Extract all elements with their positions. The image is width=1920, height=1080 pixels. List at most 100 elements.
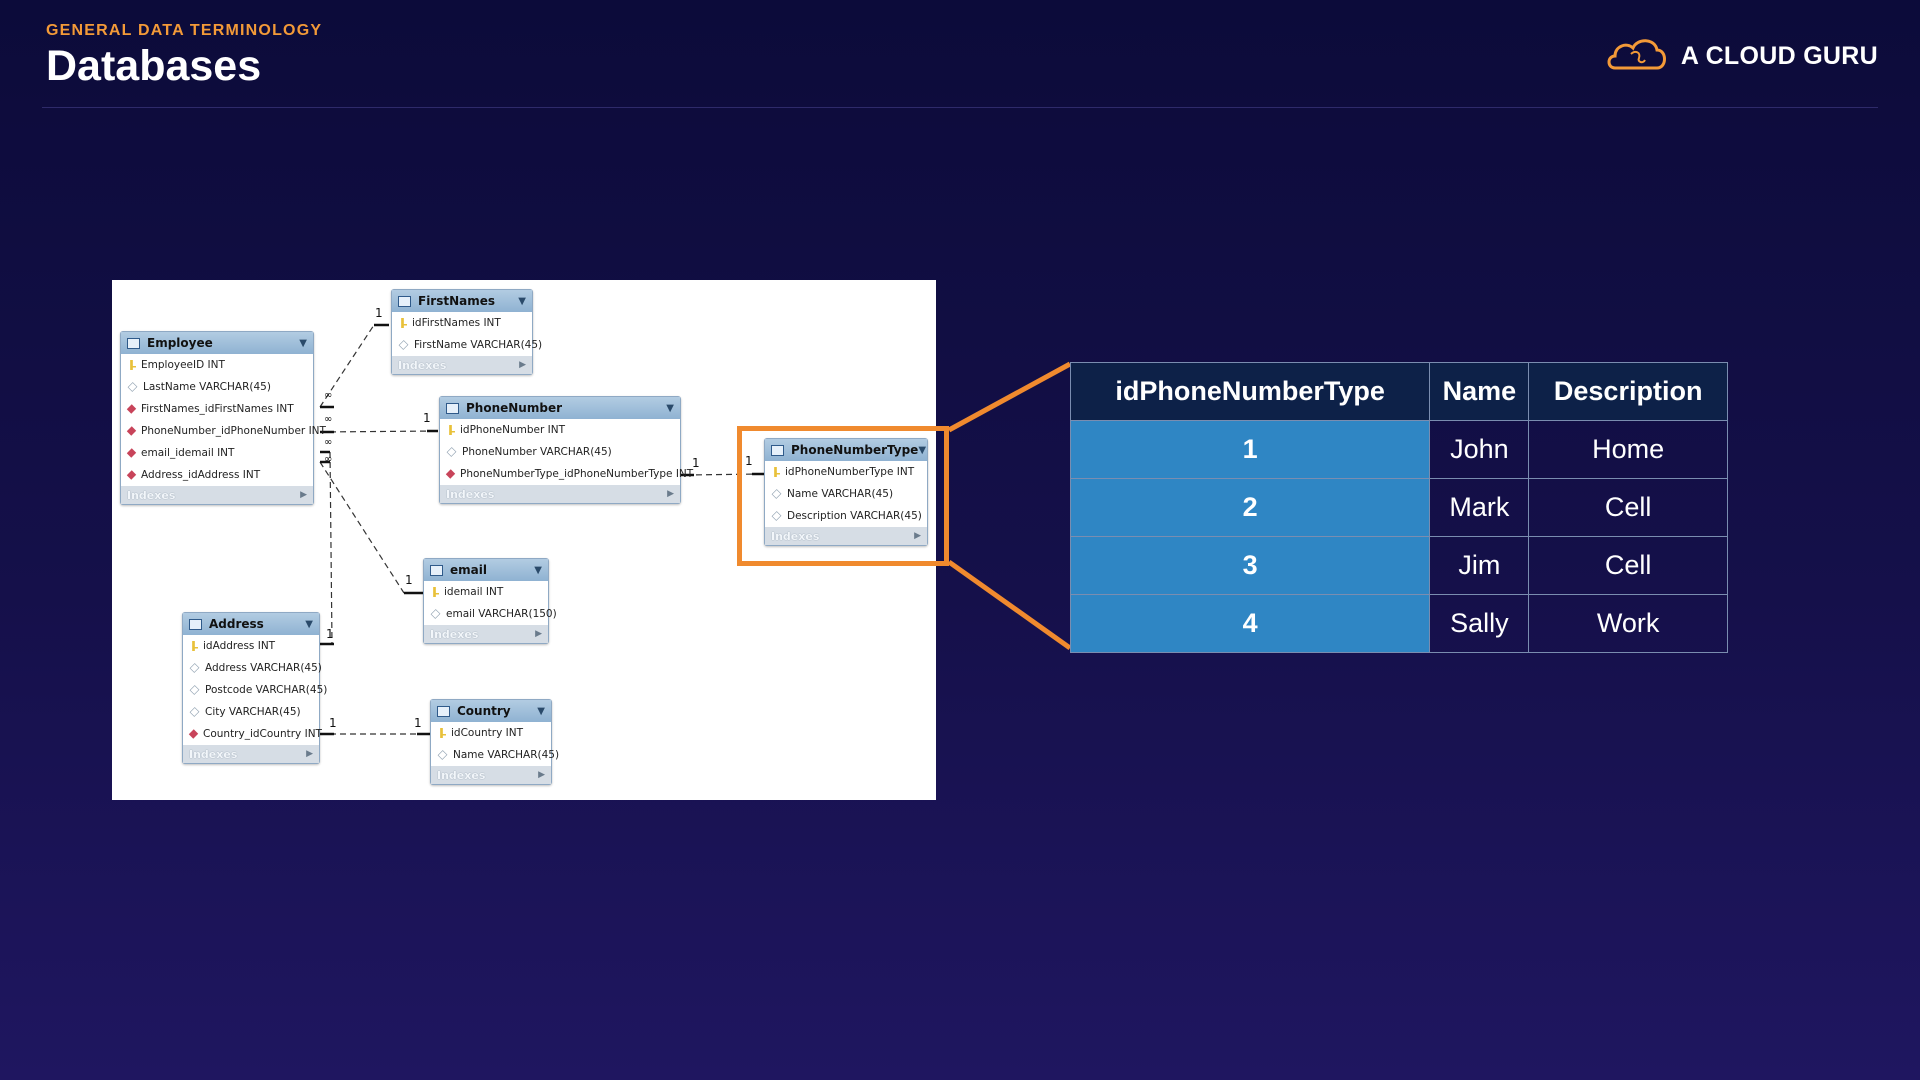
entity-email[interactable]: email▼ idemail INT email VARCHAR(150) In… — [423, 558, 557, 644]
card-one-firstnames: 1 — [375, 306, 383, 320]
column-text: FirstName VARCHAR(45) — [414, 339, 543, 351]
entity-address-header[interactable]: Address▼ — [183, 613, 319, 635]
entity-name: Country — [457, 704, 511, 718]
column-header: Description — [1528, 362, 1728, 421]
column-text: idPhoneNumberType INT — [785, 466, 915, 478]
table-icon — [398, 295, 411, 307]
column-text: idCountry INT — [451, 727, 523, 739]
card-many-2: ∞ — [324, 414, 333, 425]
rel-phonenumber-phonenumbertype — [685, 473, 763, 476]
column-text: FirstNames_idFirstNames INT — [141, 403, 294, 415]
card-many-4: ∞ — [324, 454, 333, 465]
entity-name: FirstNames — [418, 294, 496, 308]
chevron-down-icon[interactable]: ▼ — [537, 705, 545, 717]
chevron-down-icon[interactable]: ▼ — [918, 444, 927, 456]
entity-email-header[interactable]: email▼ — [424, 559, 548, 581]
card-one-phonenumbertype: 1 — [745, 454, 753, 468]
column-text: Address VARCHAR(45) — [205, 662, 322, 674]
column-row: idPhoneNumber INT — [440, 419, 680, 441]
indexes-footer[interactable]: Indexes ▶ — [183, 745, 319, 763]
chevron-down-icon[interactable]: ▼ — [518, 295, 526, 307]
table-row: 4 Sally Work — [1069, 594, 1728, 653]
column-row: idAddress INT — [183, 635, 319, 657]
entity-country[interactable]: Country▼ idCountry INT Name VARCHAR(45) … — [430, 699, 559, 785]
table-cell: Home — [1528, 420, 1728, 479]
column-row: Country_idCountry INT — [183, 723, 322, 745]
entity-firstnames-header[interactable]: FirstNames ▼ — [392, 290, 532, 312]
column-text: PhoneNumber VARCHAR(45) — [462, 446, 612, 458]
chevron-down-icon[interactable]: ▼ — [534, 564, 542, 576]
card-many-3: ∞ — [324, 437, 333, 448]
header-divider — [42, 107, 1878, 108]
expand-arrow-icon[interactable]: ▶ — [667, 489, 674, 499]
column-text: Description VARCHAR(45) — [787, 510, 922, 522]
entity-phonenumber-header[interactable]: PhoneNumber▼ — [440, 397, 680, 419]
column-header: idPhoneNumberType — [1069, 362, 1431, 421]
column-row: email_idemail INT — [121, 442, 313, 464]
card-one-country: 1 — [414, 716, 422, 730]
table-icon — [127, 337, 140, 349]
table-cell: Cell — [1528, 478, 1728, 537]
table-row: 1 John Home — [1069, 420, 1728, 479]
indexes-label: Indexes — [437, 768, 486, 782]
column-row: FirstName VARCHAR(45) — [392, 334, 542, 356]
column-row: PhoneNumberType_idPhoneNumberType INT — [440, 463, 693, 485]
card-one-address-country: 1 — [329, 716, 337, 730]
column-text: Postcode VARCHAR(45) — [205, 684, 328, 696]
column-text: Name VARCHAR(45) — [787, 488, 894, 500]
expand-arrow-icon[interactable]: ▶ — [535, 629, 542, 639]
indexes-label: Indexes — [771, 529, 820, 543]
indexes-footer[interactable]: Indexes▶ — [121, 486, 313, 504]
column-text: EmployeeID INT — [141, 359, 225, 371]
chevron-down-icon[interactable]: ▼ — [299, 337, 307, 349]
table-cell: Sally — [1429, 594, 1530, 653]
column-row: idPhoneNumberType INT — [765, 461, 927, 483]
entity-country-header[interactable]: Country ▼ — [431, 700, 551, 722]
chevron-down-icon[interactable]: ▼ — [305, 618, 313, 630]
column-row: Name VARCHAR(45) — [765, 483, 927, 505]
table-cell: John — [1429, 420, 1530, 479]
table-header-row: idPhoneNumberType Name Description — [1069, 362, 1728, 421]
erd-diagram: 1 1 1 1 1 1 1 1 ∞ ∞ ∞ ∞ Employee▼ Employ… — [112, 280, 936, 800]
column-text: email VARCHAR(150) — [446, 608, 557, 620]
column-text: PhoneNumberType_idPhoneNumberType INT — [460, 468, 694, 480]
indexes-footer[interactable]: Indexes ▶ — [431, 766, 551, 784]
entity-address[interactable]: Address▼ idAddress INT Address VARCHAR(4… — [182, 612, 327, 764]
column-text: Address_idAddress INT — [141, 469, 261, 481]
indexes-label: Indexes — [446, 487, 495, 501]
entity-phonenumber[interactable]: PhoneNumber▼ idPhoneNumber INT PhoneNumb… — [439, 396, 693, 504]
entity-employee[interactable]: Employee▼ EmployeeID INT LastName VARCHA… — [120, 331, 326, 505]
expand-arrow-icon[interactable]: ▶ — [519, 360, 526, 370]
indexes-footer[interactable]: Indexes ▶ — [440, 485, 680, 503]
column-row: EmployeeID INT — [121, 354, 313, 376]
expand-arrow-icon[interactable]: ▶ — [300, 490, 307, 500]
brand-logo: A CLOUD GURU — [1605, 34, 1878, 79]
card-one-address: 1 — [326, 627, 334, 641]
table-row: 2 Mark Cell — [1069, 478, 1728, 537]
column-row: Postcode VARCHAR(45) — [183, 679, 327, 701]
entity-phonenumbertype-header[interactable]: PhoneNumberType▼ — [765, 439, 927, 461]
table-cell-key: 4 — [1069, 594, 1431, 653]
entity-employee-header[interactable]: Employee▼ — [121, 332, 313, 354]
column-row: idCountry INT — [431, 722, 551, 744]
entity-phonenumbertype[interactable]: PhoneNumberType▼ idPhoneNumberType INT N… — [764, 438, 928, 546]
card-one-phonenumber-out: 1 — [692, 456, 700, 470]
entity-firstnames[interactable]: FirstNames▼ idFirstNames INT FirstName V… — [391, 289, 542, 375]
expand-arrow-icon[interactable]: ▶ — [914, 531, 921, 541]
expand-arrow-icon[interactable]: ▶ — [306, 749, 313, 759]
indexes-label: Indexes — [189, 747, 238, 761]
column-row: Address VARCHAR(45) — [183, 657, 322, 679]
indexes-footer[interactable]: Indexes▶ — [424, 625, 548, 643]
column-row: LastName VARCHAR(45) — [121, 376, 313, 398]
slide-title: Databases — [46, 42, 262, 90]
brand-name: A CLOUD GURU — [1680, 42, 1878, 70]
column-row: email VARCHAR(150) — [424, 603, 557, 625]
indexes-footer[interactable]: Indexes▶ — [392, 356, 532, 374]
expand-arrow-icon[interactable]: ▶ — [538, 770, 545, 780]
table-icon — [446, 402, 459, 414]
slide-kicker: GENERAL DATA TERMINOLOGY — [46, 22, 323, 39]
chevron-down-icon[interactable]: ▼ — [666, 402, 674, 414]
indexes-footer[interactable]: Indexes ▶ — [765, 527, 927, 545]
column-header: Name — [1429, 362, 1530, 421]
card-one-phonenumber: 1 — [423, 411, 431, 425]
